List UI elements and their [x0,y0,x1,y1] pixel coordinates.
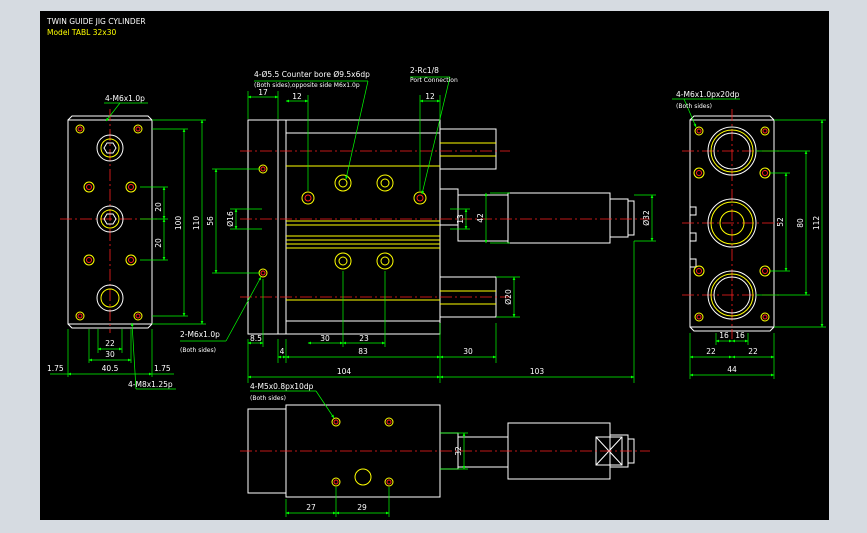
dim-16a: 16 [719,331,729,340]
left-callout-top: 4-M6x1.0p [105,94,145,103]
dim-52: 52 [776,217,785,227]
dim-100: 100 [174,216,183,231]
dim-83: 83 [358,347,368,356]
dim-30: 30 [105,350,115,359]
front-callout-m6-sub: (Both sides) [180,347,216,354]
dim-29: 29 [357,503,367,512]
dim-22a: 22 [706,347,716,356]
dim-20a: 20 [154,202,163,212]
right-callout: 4-M6x1.0px20dp [676,90,740,99]
dim-20: Ø20 [504,289,513,305]
dim-104: 104 [337,367,352,376]
front-callout-counterbore: 4-Ø5.5 Counter bore Ø9.5x6dp [254,70,370,79]
bottom-callout: 4-M5x0.8px10dp [250,382,314,391]
dim-110: 110 [192,216,201,231]
dim-42: 42 [476,213,485,223]
dim-32: Ø32 [642,210,651,226]
front-callout-port: 2-Rc1/8 [410,66,439,75]
dim-16b: 16 [735,331,745,340]
dim-8-5: 8.5 [250,334,262,343]
dim-12b: 12 [425,92,435,101]
dim-56: 56 [206,216,215,226]
dim-13: 13 [456,214,465,224]
dim-30a: 30 [320,334,330,343]
dim-32-bottom: 32 [454,446,463,456]
drawing-title: TWIN GUIDE JIG CYLINDER [46,17,146,26]
dim-16: Ø16 [226,211,235,227]
front-callout-port-sub: Port Connection [410,77,458,84]
dim-80: 80 [796,218,805,228]
right-end-view: 4-M6x1.0px20dp (Both sides) 52 80 112 16… [672,90,826,379]
dim-22b: 22 [748,347,758,356]
left-callout-bottom: 4-M8x1.25p [128,380,173,389]
dim-112: 112 [812,216,821,231]
dim-23: 23 [359,334,369,343]
dim-1-75a: 1.75 [47,364,64,373]
front-view: 4-Ø5.5 Counter bore Ø9.5x6dp (Both sides… [180,66,656,383]
cad-drawing: TWIN GUIDE JIG CYLINDER Model TABL 32x30 [46,17,826,517]
dim-30b: 30 [463,347,473,356]
dim-103: 103 [530,367,545,376]
dim-12a: 12 [292,92,302,101]
cad-viewport[interactable]: TWIN GUIDE JIG CYLINDER Model TABL 32x30 [40,11,829,520]
dim-44: 44 [727,365,737,374]
bottom-view: 4-M5x0.8px10dp (Both sides) 32 27 29 [240,382,650,517]
dim-27: 27 [306,503,316,512]
left-end-view: 4-M6x1.0p 20 20 100 110 22 30 40.5 1.75 … [47,94,206,390]
dim-1-75b: 1.75 [154,364,171,373]
dim-40-5: 40.5 [102,364,119,373]
front-callout-counterbore-sub: (Both sides),opposite side M6x1.0p [254,82,360,89]
dim-22: 22 [105,339,115,348]
dim-20b: 20 [154,238,163,248]
dim-17: 17 [258,88,268,97]
right-callout-sub: (Both sides) [676,103,712,110]
dim-4: 4 [280,347,285,356]
front-callout-m6: 2-M6x1.0p [180,330,220,339]
bottom-callout-sub: (Both sides) [250,395,286,402]
model-label: Model TABL 32x30 [47,28,116,37]
